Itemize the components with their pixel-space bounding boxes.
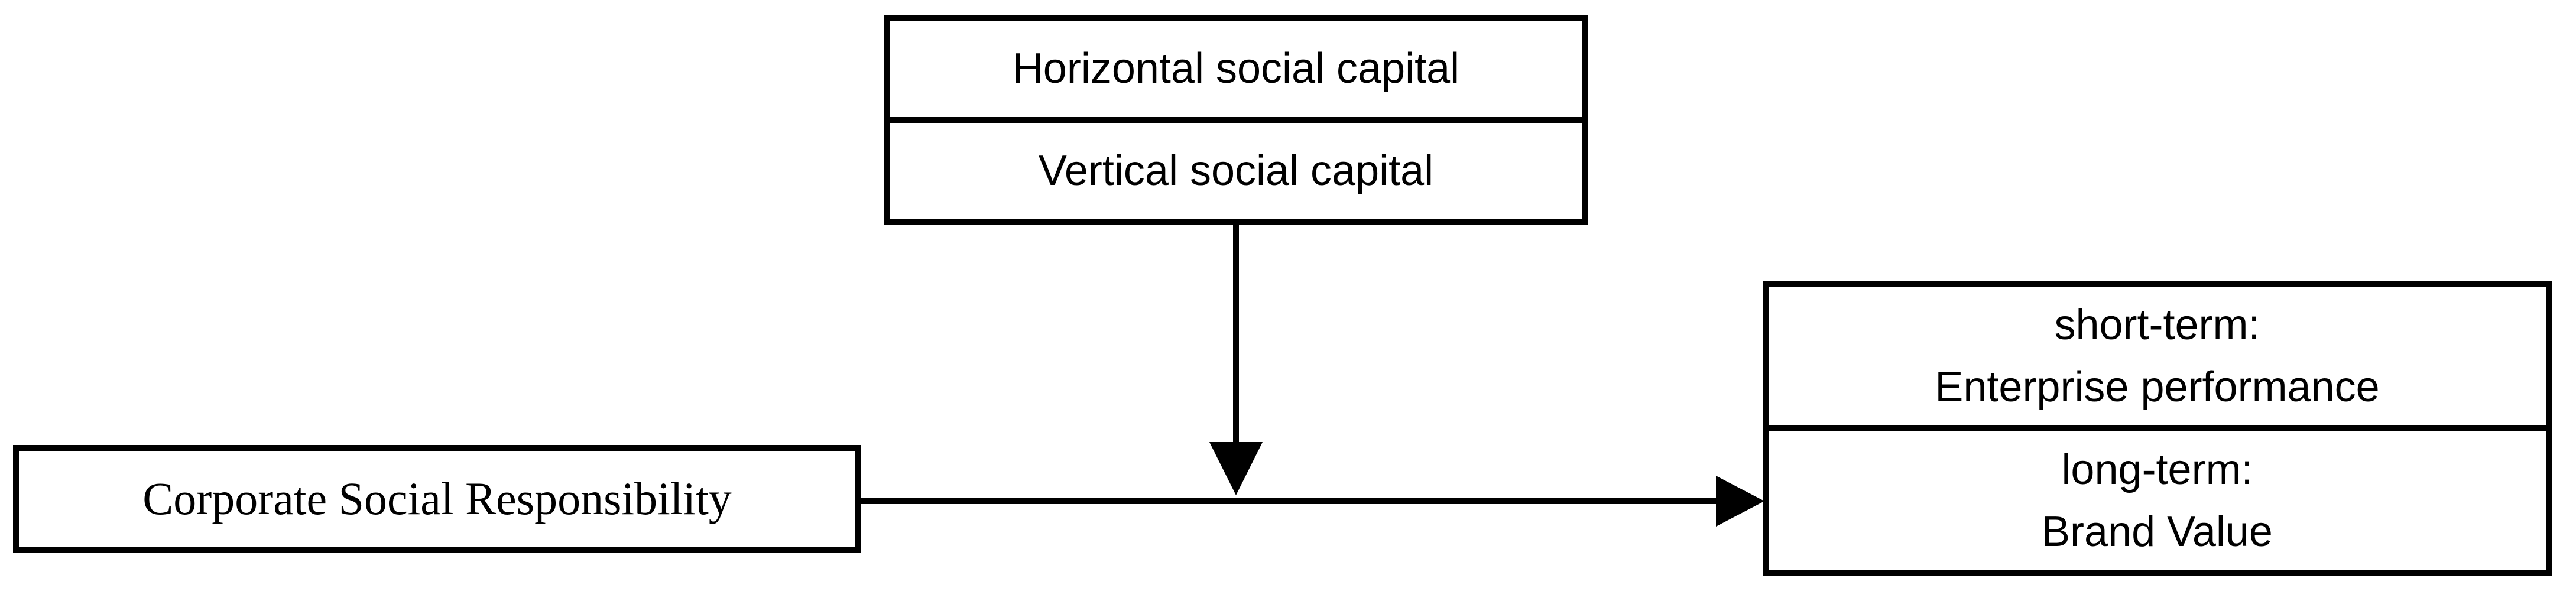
main-effect-arrow-shaft: [861, 498, 1717, 504]
arrowhead-down-icon: [1209, 442, 1263, 495]
moderator-box-social-capital: Horizontal social capital Vertical socia…: [884, 15, 1588, 225]
arrowhead-right-icon: [1716, 476, 1764, 527]
outcome-box: short-term: Enterprise performance long-…: [1763, 281, 2552, 576]
moderator-row-vertical-social-capital: Vertical social capital: [1038, 147, 1434, 194]
outcome-short-term-label: short-term:: [2054, 301, 2260, 349]
moderation-arrow-shaft: [1233, 225, 1239, 444]
csr-box: Corporate Social Responsibility: [13, 445, 861, 553]
moderator-row-horizontal-social-capital: Horizontal social capital: [890, 21, 1582, 123]
outcome-long-term-label: long-term:: [2061, 446, 2253, 494]
outcome-row-short-term: short-term: Enterprise performance: [1769, 287, 2546, 431]
outcome-enterprise-performance-label: Enterprise performance: [1935, 363, 2380, 411]
outcome-row-long-term: long-term: Brand Value: [1769, 431, 2546, 570]
outcome-brand-value-label: Brand Value: [2042, 508, 2273, 555]
